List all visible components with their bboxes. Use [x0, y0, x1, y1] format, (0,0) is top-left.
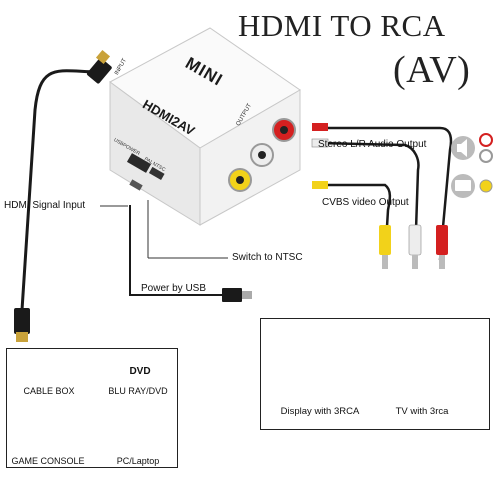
pc-laptop-label: PC/Laptop — [116, 456, 160, 466]
title-line-1: HDMI TO RCA — [238, 8, 446, 43]
stereo-audio-label: Stereo L/R Audio Output — [318, 139, 427, 150]
hdmi-cable — [14, 49, 112, 342]
rca-cables — [311, 123, 453, 269]
usb-power-label: Power by USB — [141, 283, 207, 294]
cvbs-video-label: CVBS video Output — [322, 197, 409, 208]
ntsc-switch-label: Switch to NTSC — [232, 252, 303, 263]
display-devices-panel — [260, 318, 490, 430]
bluray-dvd-label: BLU RAY/DVD — [108, 386, 168, 396]
audio-indicator-icon — [451, 133, 493, 163]
source-devices-panel — [6, 348, 178, 468]
hdmi-input-label: HDMI Signal Input — [4, 200, 86, 211]
converter-device — [109, 27, 301, 226]
display-3rca-label: Display with 3RCA — [280, 406, 360, 417]
tv-3rca-label: TV with 3rca — [395, 406, 449, 417]
title-line-2: (AV) — [393, 49, 471, 91]
video-indicator-icon — [451, 174, 493, 198]
dvd-badge: DVD — [129, 366, 151, 377]
usb-cable — [129, 205, 252, 302]
game-console-label: GAME CONSOLE — [11, 456, 85, 466]
cable-box-label: CABLE BOX — [23, 386, 75, 396]
